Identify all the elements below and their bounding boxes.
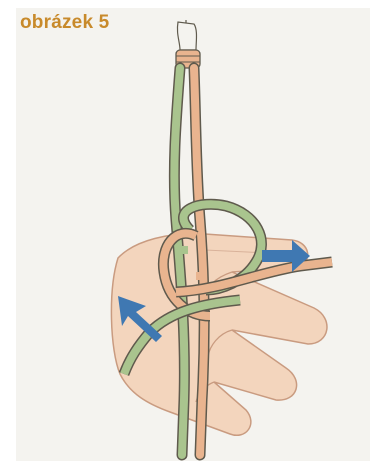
cord-top bbox=[176, 20, 200, 68]
